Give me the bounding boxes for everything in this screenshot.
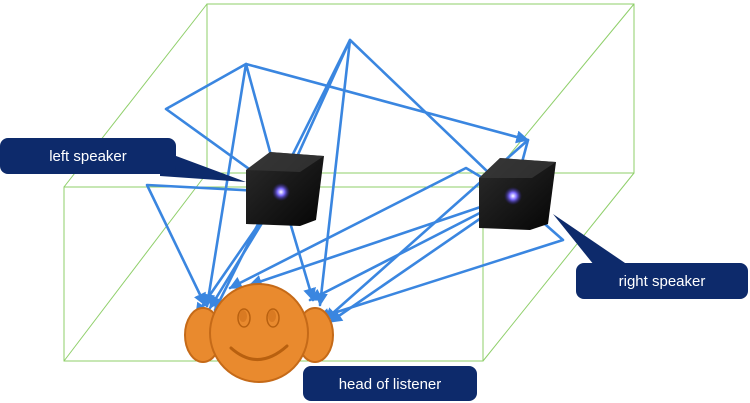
head-label: head of listener <box>339 376 442 393</box>
ray-left-1 <box>164 62 530 194</box>
room-wireframe <box>63 3 635 362</box>
ray-left-3 <box>145 183 283 307</box>
head-callout: head of listener <box>303 366 477 401</box>
right-speaker-label: right speaker <box>619 273 706 290</box>
ray-left-7 <box>202 62 283 308</box>
ray-right-7 <box>248 194 515 288</box>
smiley-face-icon <box>184 283 334 383</box>
left-speaker-callout: left speaker <box>0 138 246 182</box>
left-speaker-label: left speaker <box>49 148 127 165</box>
right-speaker-icon <box>479 158 556 230</box>
right-speaker-callout: right speaker <box>553 214 748 299</box>
left-speaker-icon <box>246 152 324 226</box>
